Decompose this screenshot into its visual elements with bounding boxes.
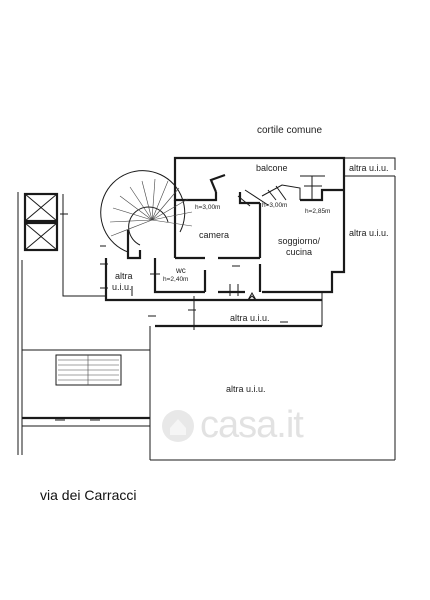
other-unit-label-center: altra u.i.u.: [230, 313, 270, 323]
balcony-label: balcone: [256, 163, 288, 173]
soggiorno-height-label: h=3,00m: [262, 202, 287, 209]
left-building: [17, 192, 395, 461]
courtyard-label: cortile comune: [257, 125, 322, 136]
camera-label: camera: [199, 230, 229, 240]
street-label: via dei Carracci: [40, 487, 137, 503]
other-unit-label-bottom: altra u.i.u.: [226, 384, 266, 394]
balcone-height-label: h=2,85m: [305, 208, 330, 215]
spiral-staircase: [100, 170, 193, 260]
right-boundary: [322, 176, 396, 460]
soggiorno-label: soggiorno/: [278, 236, 321, 246]
other-unit-label-right: altra u.i.u.: [349, 228, 389, 238]
apartment-walls: [150, 173, 344, 296]
other-unit-label-top-right: altra u.i.u.: [349, 163, 389, 173]
other-unit-left-line1: altra: [115, 271, 133, 281]
wc-label: wc: [175, 266, 186, 275]
watermark-text: casa.it: [200, 404, 304, 446]
left-unit-walls: [60, 194, 155, 302]
balcony-outline: [173, 156, 396, 190]
cross-boxes: [23, 192, 59, 252]
casa-logo-icon: [162, 410, 194, 442]
corridor-walls: [148, 291, 323, 330]
cucina-label: cucina: [286, 247, 312, 257]
wc-height-label: h=2,40m: [163, 276, 188, 283]
other-unit-left-line2: u.i.u.: [112, 282, 132, 292]
camera-height-label: h=3,00m: [195, 204, 220, 211]
